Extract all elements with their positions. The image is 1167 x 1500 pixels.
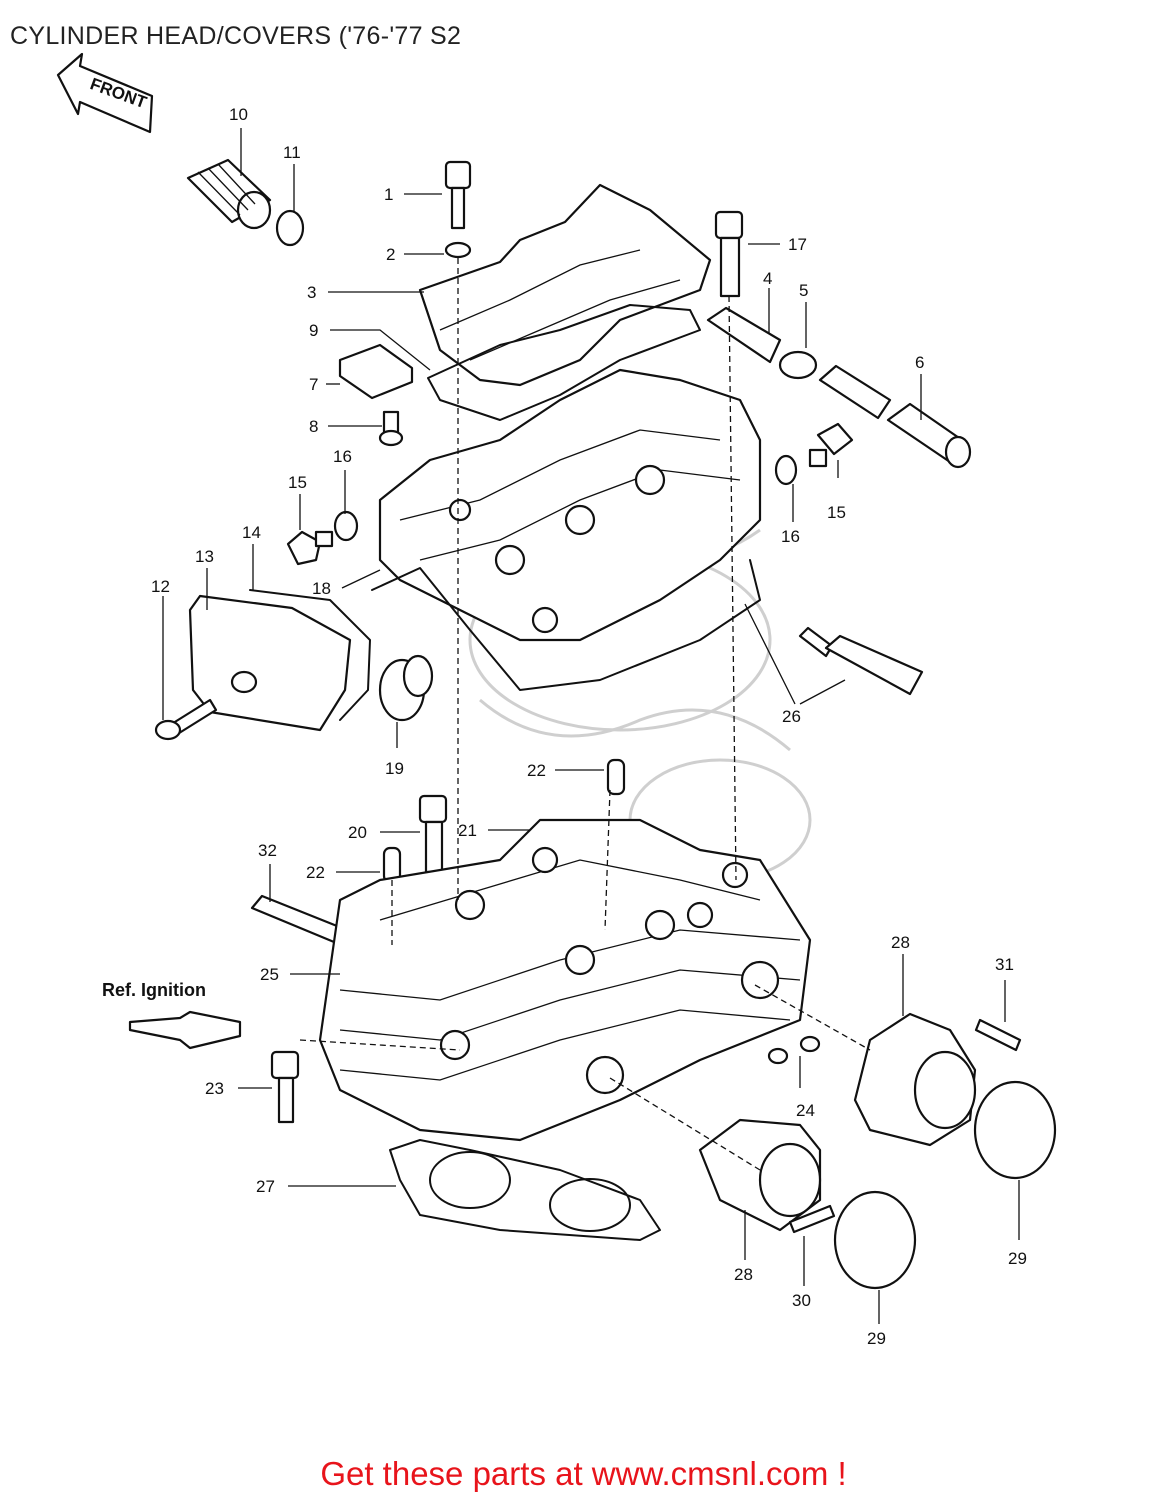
head-bolt-part xyxy=(418,794,448,874)
callout-label: 18 xyxy=(312,579,331,598)
o-ring-part xyxy=(275,209,305,247)
holder-screw-right-part xyxy=(974,1018,1022,1052)
callout-label: 14 xyxy=(242,523,261,542)
callout-label: 30 xyxy=(792,1291,811,1310)
head-gasket-part xyxy=(389,1139,661,1241)
callout-label: 29 xyxy=(867,1329,886,1348)
plug-bolt-right-part xyxy=(808,422,854,468)
callout-label: 32 xyxy=(258,841,277,860)
o-ring-left-part xyxy=(333,510,359,542)
callout-label: 22 xyxy=(527,761,546,780)
callout-label: 11 xyxy=(283,143,301,162)
cover-block-part xyxy=(338,343,414,400)
sealant-tube-part xyxy=(798,626,924,696)
callout-label: 7 xyxy=(309,375,318,394)
callout-label: 8 xyxy=(309,417,318,436)
nut-part xyxy=(799,1035,821,1053)
callout-label: 28 xyxy=(891,933,910,952)
callout-label: 15 xyxy=(827,503,846,522)
side-cover-screw-part xyxy=(154,698,218,741)
ref-ignition-label: Ref. Ignition xyxy=(102,980,206,1000)
leader-lines xyxy=(162,128,1020,1324)
clamp-band-lower-part xyxy=(833,1190,917,1290)
callout-label: 20 xyxy=(348,823,367,842)
hose-fitting-part xyxy=(818,364,972,469)
o-ring-right-part xyxy=(774,454,798,486)
get-parts-link[interactable]: Get these parts at www.cmsnl.com ! xyxy=(320,1455,847,1492)
plug-bolt-left-part xyxy=(286,530,334,566)
callout-label: 2 xyxy=(386,245,395,264)
callout-label: 15 xyxy=(288,473,307,492)
callout-label: 31 xyxy=(995,955,1014,974)
callout-label: 22 xyxy=(306,863,325,882)
callout-label: 10 xyxy=(229,105,248,124)
carb-holder-lower-part xyxy=(698,1118,822,1232)
tappet-cap-part xyxy=(378,654,434,722)
callout-label: 12 xyxy=(151,577,170,596)
side-cover-gasket-part xyxy=(249,589,371,721)
callout-label: 4 xyxy=(763,269,772,288)
stud-part xyxy=(250,894,344,944)
clamp-band-right-part xyxy=(973,1080,1057,1180)
callout-label: 26 xyxy=(782,707,801,726)
diagram-title: CYLINDER HEAD/COVERS ('76-'77 S2 xyxy=(10,22,462,50)
callout-label: 9 xyxy=(309,321,318,340)
oil-plug-part xyxy=(186,158,272,230)
carb-holder-right-part xyxy=(853,1012,977,1147)
cover-gasket-part xyxy=(427,304,701,421)
side-cover-part xyxy=(188,594,352,732)
breather-bolt-part xyxy=(714,210,744,298)
head-side-bolt-part xyxy=(270,1050,300,1124)
callout-label: 29 xyxy=(1008,1249,1027,1268)
clamp-part xyxy=(778,350,818,380)
callout-label: 6 xyxy=(915,353,924,372)
callout-label: 17 xyxy=(788,235,807,254)
callout-label: 24 xyxy=(796,1101,815,1120)
small-screw-part xyxy=(378,410,404,447)
callout-label: 28 xyxy=(734,1265,753,1284)
alignment-lines xyxy=(299,258,871,1171)
callout-label: 19 xyxy=(385,759,404,778)
cover-bolt-part xyxy=(444,160,472,259)
callout-label: 1 xyxy=(384,185,393,204)
callout-label: 16 xyxy=(781,527,800,546)
callout-label: 16 xyxy=(333,447,352,466)
cam-cover-part xyxy=(418,183,712,387)
holder-screw-part xyxy=(788,1204,836,1234)
dowel-pin-part xyxy=(606,758,626,796)
head-cover-gasket-part xyxy=(371,559,761,691)
cylinder-head-part xyxy=(318,818,812,1142)
callout-labels: 1 2 3 4 5 6 7 8 9 10 11 12 13 14 15 15 1… xyxy=(151,105,1027,1348)
callout-label: 23 xyxy=(205,1079,224,1098)
callout-label: 21 xyxy=(458,821,477,840)
front-arrow-icon: FRONT xyxy=(56,52,154,134)
callout-label: 3 xyxy=(307,283,316,302)
callout-label: 27 xyxy=(256,1177,275,1196)
callout-label: 5 xyxy=(799,281,808,300)
pipe-part xyxy=(706,306,782,364)
nut-part xyxy=(767,1047,789,1065)
spark-plug-part xyxy=(128,1010,242,1050)
callout-label: 13 xyxy=(195,547,214,566)
callout-label: 25 xyxy=(260,965,279,984)
